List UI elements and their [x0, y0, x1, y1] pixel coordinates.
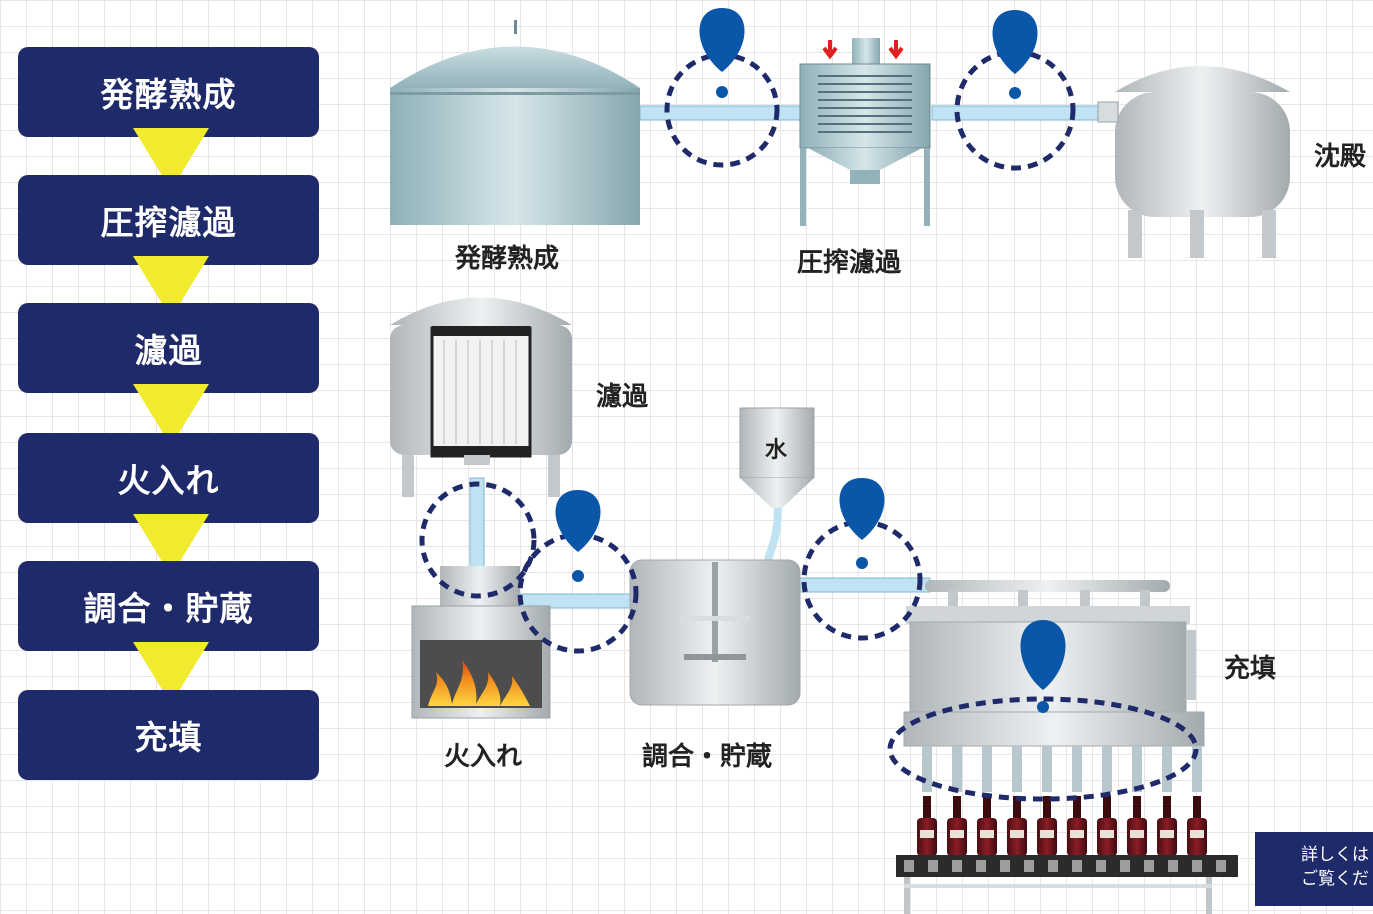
- bottle-label: [950, 830, 964, 838]
- filler-nozzle: [1072, 746, 1082, 792]
- filler-nozzle: [1012, 746, 1022, 792]
- label-pasteurization: 火入れ: [444, 742, 523, 772]
- fermentation-tank: [390, 20, 640, 225]
- bottle-label: [1040, 830, 1054, 838]
- flow-step-filtration: 濾過: [18, 303, 319, 393]
- conveyor-segment: [1216, 860, 1226, 872]
- conveyor-segment: [1072, 860, 1082, 872]
- bottle-neck: [1013, 796, 1021, 818]
- sedimentation-tank: [1097, 66, 1290, 258]
- label-fermentation: 発酵熟成: [455, 244, 560, 274]
- label-filtration: 濾過: [596, 382, 649, 412]
- filtration-vessel: [390, 297, 572, 497]
- pipe-blend-filler: [799, 577, 931, 593]
- conveyor-segment: [1168, 860, 1178, 872]
- conveyor-segment: [1120, 860, 1130, 872]
- label-filling: 充填: [1224, 654, 1277, 684]
- press-filter-machine: [799, 38, 931, 226]
- filler-nozzles: [922, 746, 1202, 792]
- conveyor-segment: [928, 860, 938, 872]
- label-press-filter: 圧搾濾過: [797, 248, 902, 278]
- details-line-2: ご覧くだ: [1301, 869, 1369, 889]
- conveyor-segment: [1192, 860, 1202, 872]
- bottle-label: [1100, 830, 1114, 838]
- pipe-filter-heater: [469, 477, 485, 569]
- filler-nozzle: [1132, 746, 1142, 792]
- water-hopper: [739, 407, 815, 508]
- conveyor-segment: [976, 860, 986, 872]
- filler-nozzle: [922, 746, 932, 792]
- bottle-neck: [1103, 796, 1111, 818]
- filler-nozzle: [1192, 746, 1202, 792]
- conveyor-belt: [896, 855, 1238, 877]
- flow-step-blending-storage: 調合・貯蔵: [18, 561, 319, 651]
- conveyor-segment: [1048, 860, 1058, 872]
- bottle-label: [1130, 830, 1144, 838]
- details-link-box[interactable]: 詳しくは ご覧くだ: [1255, 832, 1373, 906]
- conveyor-segment: [1144, 860, 1154, 872]
- location-pin-icons: [555, 8, 1066, 713]
- bottle-neck: [1163, 796, 1171, 818]
- filler-nozzle: [1042, 746, 1052, 792]
- pasteurizer-oven: [411, 566, 551, 719]
- label-sedimentation: 沈殿: [1314, 142, 1367, 172]
- label-water: 水: [765, 438, 788, 463]
- conveyor-segment: [1000, 860, 1010, 872]
- pipe-water: [764, 504, 782, 561]
- conveyor-segment: [904, 860, 914, 872]
- bottle-label: [920, 830, 934, 838]
- filler-nozzle: [952, 746, 962, 792]
- bottle-row: [917, 796, 1207, 856]
- bottle-neck: [1193, 796, 1201, 818]
- bottle-label: [980, 830, 994, 838]
- bottle-neck: [923, 796, 931, 818]
- flame-icon: [428, 660, 530, 706]
- flow-step-pasteurization: 火入れ: [18, 433, 319, 523]
- blending-storage-tank: [629, 559, 801, 706]
- flow-step-press-filter: 圧搾濾過: [18, 175, 319, 265]
- conveyor-segment: [1024, 860, 1034, 872]
- bottle-neck: [983, 796, 991, 818]
- bottle-neck: [1133, 796, 1141, 818]
- filler-nozzle: [982, 746, 992, 792]
- flow-step-filling: 充填: [18, 690, 319, 780]
- bottle-neck: [953, 796, 961, 818]
- filler-nozzle: [1102, 746, 1112, 792]
- bottle-neck: [1073, 796, 1081, 818]
- bottle-label: [1010, 830, 1024, 838]
- details-line-1: 詳しくは: [1301, 845, 1369, 865]
- bottle-label: [1160, 830, 1174, 838]
- bottle-label: [1190, 830, 1204, 838]
- bottle-label: [1070, 830, 1084, 838]
- label-blending-storage: 調合・貯蔵: [642, 742, 773, 772]
- flow-step-fermentation: 発酵熟成: [18, 47, 319, 137]
- filling-machine: [896, 580, 1238, 914]
- conveyor-segment: [952, 860, 962, 872]
- filler-nozzle: [1162, 746, 1172, 792]
- conveyor-segment: [1096, 860, 1106, 872]
- bottle-neck: [1043, 796, 1051, 818]
